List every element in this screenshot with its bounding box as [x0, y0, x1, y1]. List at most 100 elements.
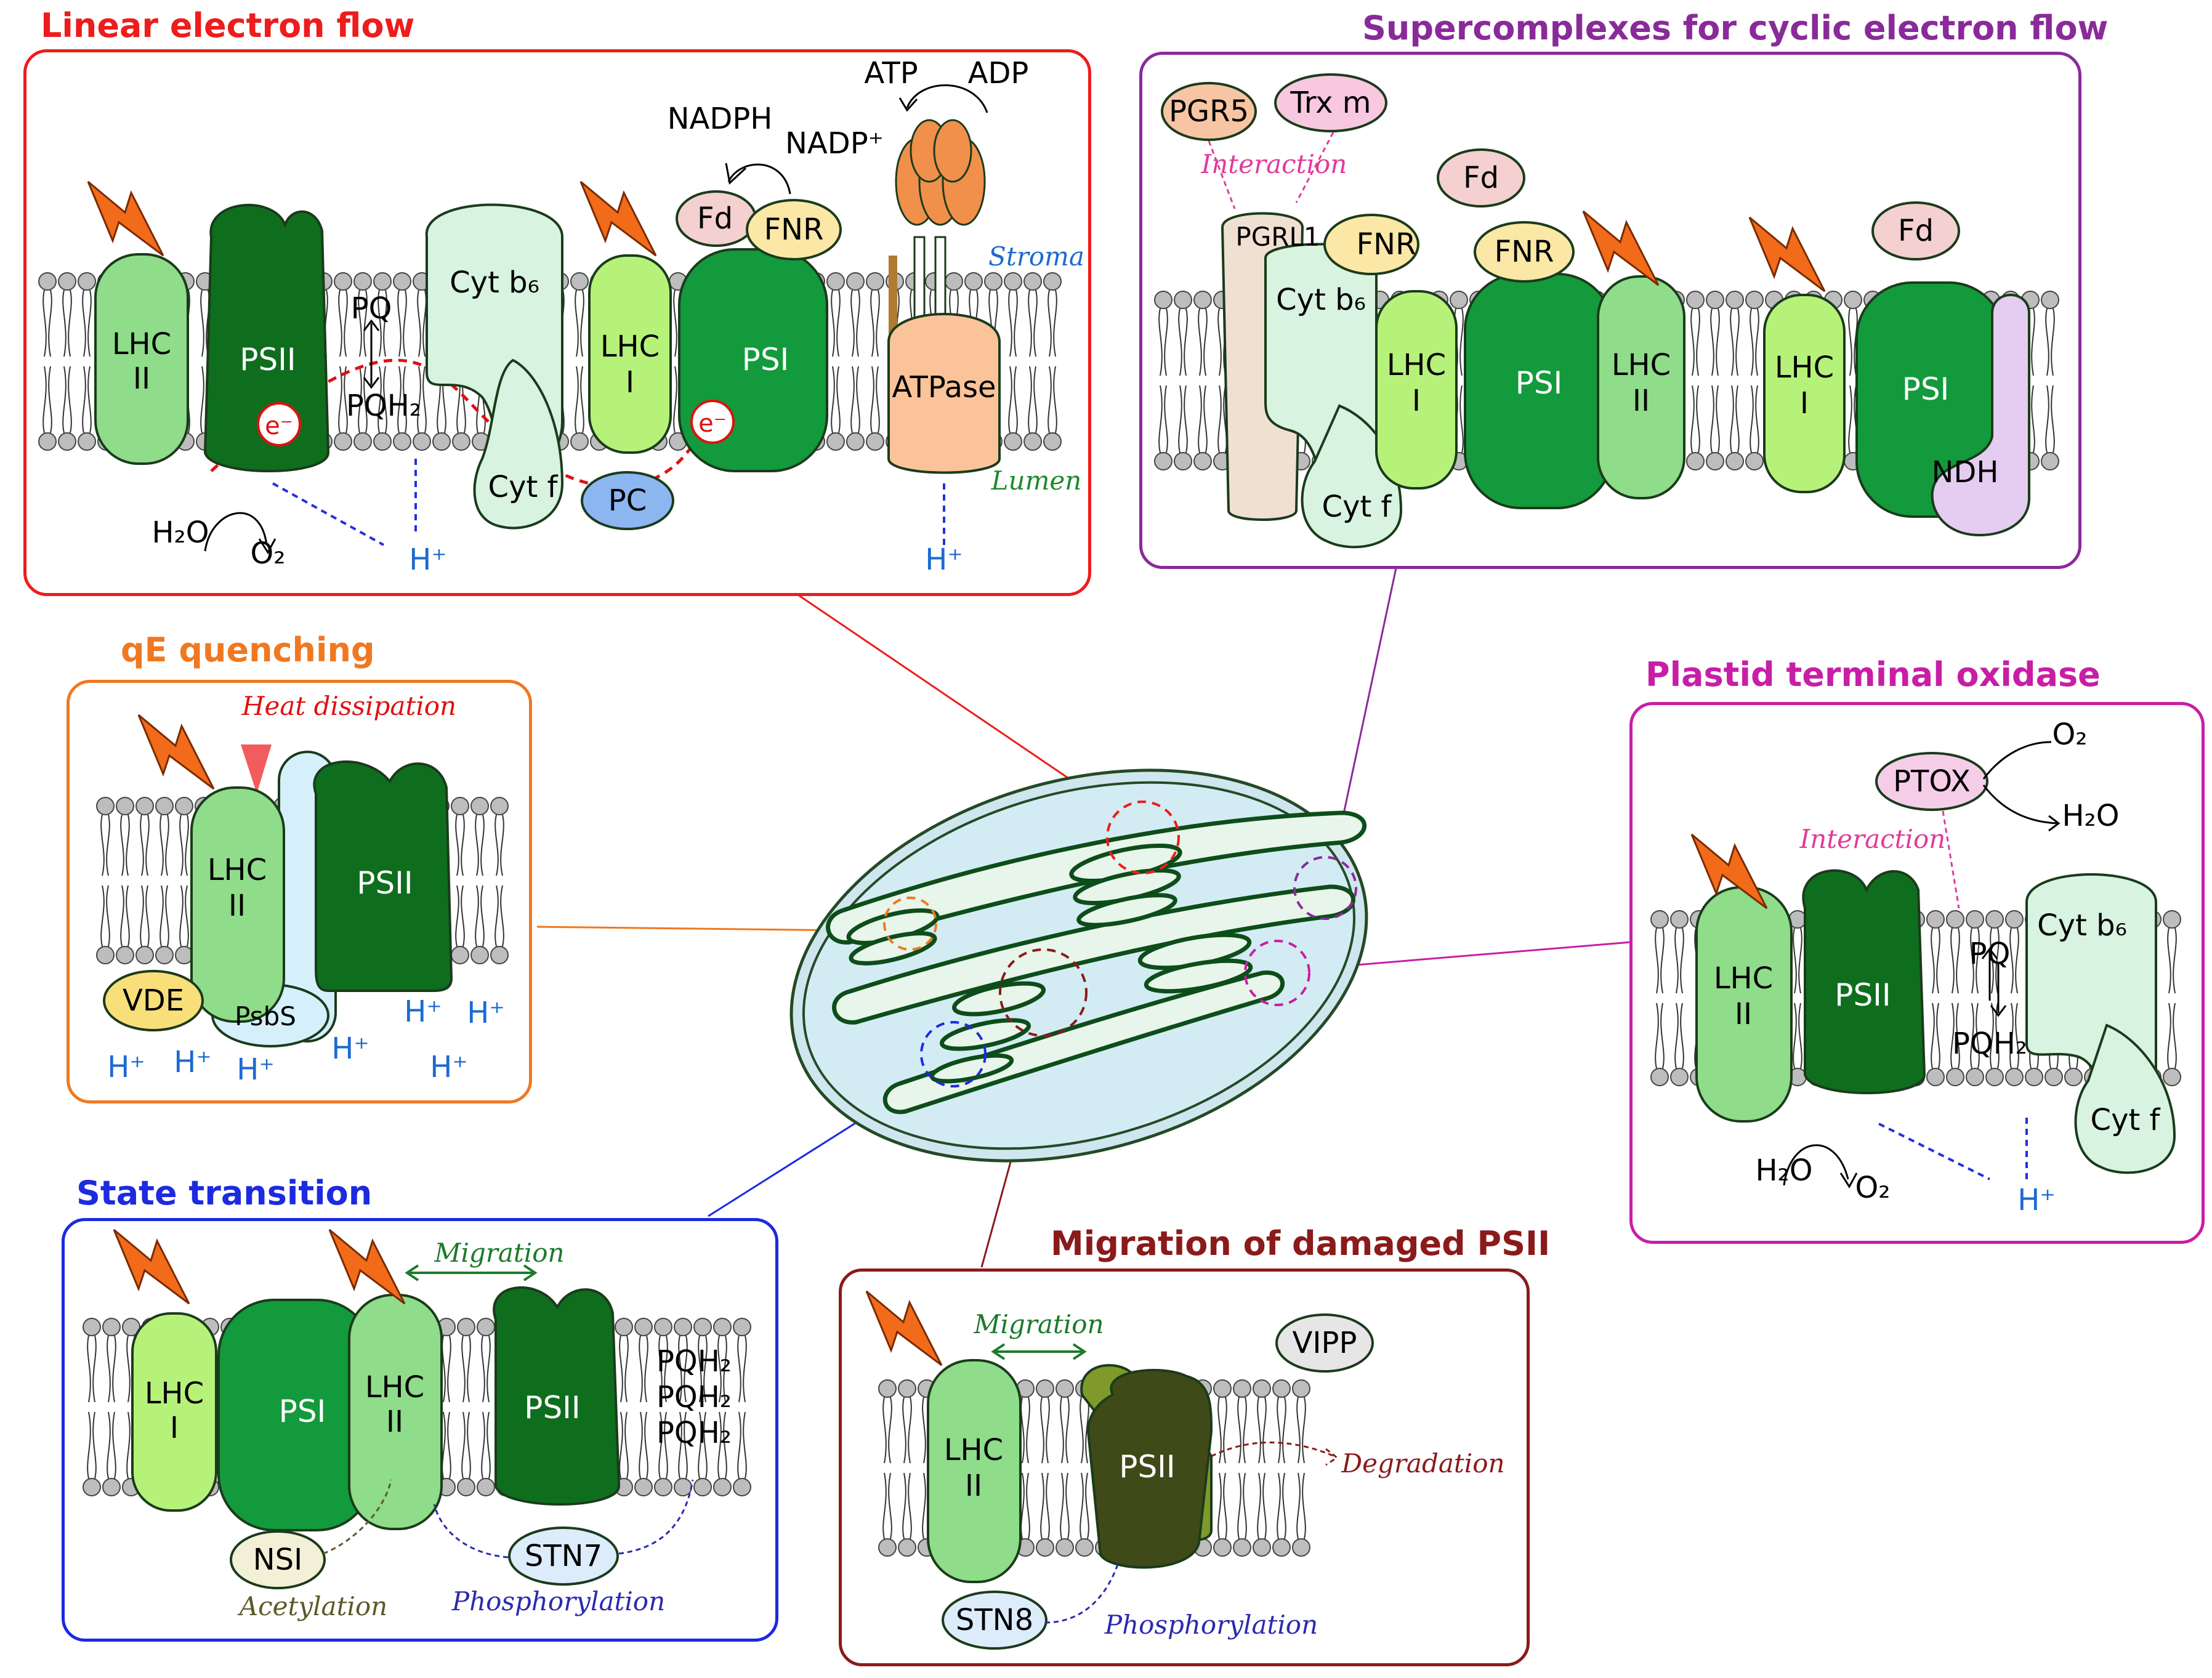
lipid-tail — [107, 1335, 116, 1403]
migration-label: Migration — [434, 1238, 564, 1268]
lipid-tail — [1793, 927, 1802, 994]
lipid-head — [1004, 272, 1022, 291]
electron-marker — [690, 400, 735, 444]
lipid-tail — [1277, 1397, 1286, 1464]
lipid-tail — [1730, 385, 1740, 453]
lipid-head — [1043, 432, 1062, 451]
fd-label: Fd — [1463, 161, 1499, 195]
lipid-tail — [2167, 927, 2177, 994]
lipid-head — [1233, 1538, 1251, 1557]
cytf-complex — [473, 358, 564, 530]
lipid-head — [1946, 1068, 1964, 1086]
region-marker-migration — [999, 948, 1088, 1037]
psii-complex — [493, 1286, 621, 1506]
lipid-head — [693, 1318, 712, 1336]
cytf-label: Cyt f — [488, 470, 559, 504]
lipid-tail — [87, 1411, 97, 1479]
qe-quenching-diagram: Heat dissipation LHC II PSII VDE PsbS H⁺… — [96, 691, 509, 1087]
lhcii-label: LHC — [208, 853, 267, 887]
lipid-tail — [62, 366, 72, 434]
damaged-psii-complex — [1086, 1369, 1213, 1569]
lipid-tail — [1020, 1472, 1030, 1539]
lipid-tail — [455, 814, 465, 876]
lipid-head — [570, 272, 589, 291]
lipid-head — [866, 272, 884, 291]
lhcii-label: II — [386, 1405, 403, 1439]
lipid-head — [846, 272, 865, 291]
lipid-head — [451, 797, 469, 815]
lipid-tail — [619, 1411, 629, 1479]
lipid-head — [1075, 1538, 1094, 1557]
lipid-tail — [1710, 385, 1720, 453]
migration-title: Migration of damaged PSII — [1051, 1224, 1551, 1263]
psii-label: PSII — [1119, 1449, 1175, 1485]
lipid-tail — [1970, 927, 1980, 994]
lipid-head — [945, 272, 963, 291]
pgr5-label: PGR5 — [1169, 94, 1249, 129]
lipid-tail — [1655, 927, 1665, 994]
lipid-head — [878, 1379, 897, 1398]
lipid-head — [477, 1478, 495, 1496]
migration-arrow — [405, 1264, 538, 1281]
adp-label: ADP — [968, 56, 1029, 91]
lipid-tail — [475, 885, 485, 947]
lipid-head — [1670, 1068, 1689, 1086]
lipid-head — [1292, 1379, 1310, 1398]
lhcii-label: LHC — [1612, 348, 1671, 382]
fd-complex — [1871, 201, 1960, 260]
lipid-head — [634, 1318, 653, 1336]
nsi-label: NSI — [253, 1543, 303, 1577]
region-marker-state — [920, 1021, 987, 1087]
fnr-complex — [746, 199, 842, 260]
lipid-tail — [338, 289, 348, 357]
lipid-tail — [639, 1411, 648, 1479]
vipp-complex — [1275, 1313, 1374, 1373]
lipid-tail — [1158, 308, 1168, 376]
region-marker-cyclic — [1293, 856, 1357, 920]
light-bolt-icon — [1582, 210, 1660, 286]
lipid-head — [2041, 291, 2059, 309]
lipid-head — [654, 1318, 672, 1336]
lipid-tail — [1237, 1472, 1247, 1539]
lipid-head — [2025, 1068, 2043, 1086]
psi-label: PSI — [742, 342, 789, 377]
lipid-tail — [1950, 927, 1960, 994]
lipid-head — [713, 1318, 732, 1336]
proton-arrow — [1878, 1123, 1990, 1180]
lipid-tail — [831, 289, 841, 357]
lipid-head — [1056, 1379, 1074, 1398]
lipid-head — [2044, 1068, 2063, 1086]
lipid-head — [733, 1318, 751, 1336]
lipid-head — [457, 1478, 475, 1496]
lipid-head — [1292, 1538, 1310, 1557]
nadp-label: NADP⁺ — [785, 126, 884, 161]
cytf-complex — [2074, 1023, 2176, 1174]
lipid-tail — [850, 289, 860, 357]
lhcii-label: II — [1735, 997, 1752, 1031]
pgr5-complex — [1161, 82, 1257, 141]
lipid-head — [1966, 910, 1984, 929]
lipid-tail — [120, 814, 130, 876]
lipid-head — [1686, 452, 1705, 470]
lipid-tail — [1296, 1472, 1306, 1539]
lipid-head — [826, 432, 845, 451]
lipid-tail — [461, 1335, 471, 1403]
light-bolt-icon — [137, 714, 215, 790]
lipid-head — [353, 432, 372, 451]
proton-label: H⁺ — [925, 543, 963, 577]
light-bolt-icon — [113, 1228, 190, 1305]
lipid-tail — [1257, 1472, 1267, 1539]
lipid-head — [96, 797, 115, 815]
lipid-head — [78, 432, 96, 451]
lipid-tail — [397, 289, 407, 357]
lipid-head — [83, 1478, 101, 1496]
light-bolt-icon — [1748, 216, 1826, 292]
lipid-head — [1154, 291, 1173, 309]
lipid-tail — [1970, 1002, 1980, 1069]
trxm-label: Trx m — [1290, 86, 1371, 120]
lipid-tail — [1730, 308, 1740, 376]
lipid-tail — [2009, 927, 2019, 994]
atp-label: ATP — [864, 56, 918, 91]
psi-label: PSI — [1516, 365, 1563, 401]
lipid-tail — [1020, 1397, 1030, 1464]
